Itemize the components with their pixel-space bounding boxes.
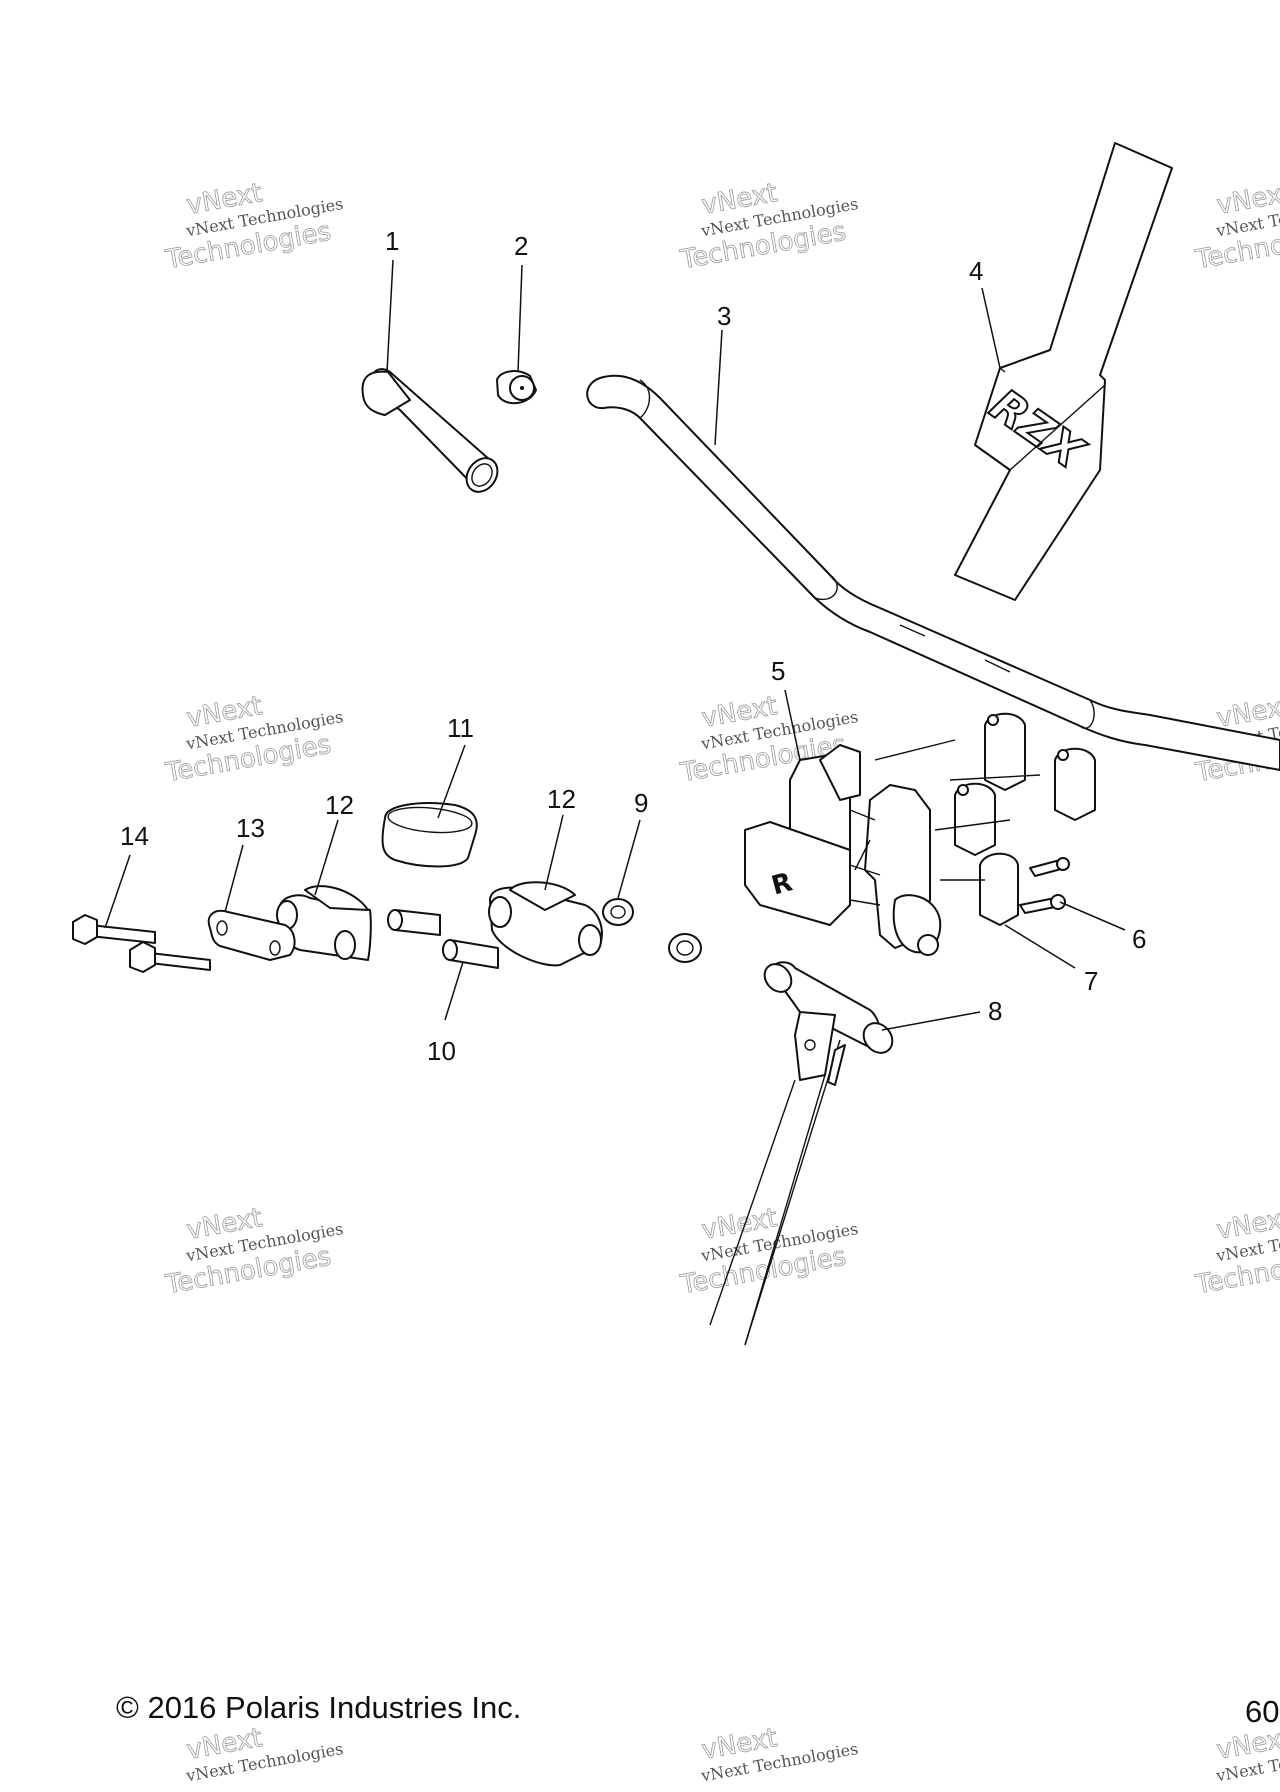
steering-post: [709, 961, 894, 1346]
callout-12-left: 12: [325, 790, 354, 820]
callout-10: 10: [427, 1036, 456, 1066]
hex-bolts: [72, 914, 211, 973]
seal-ring: [381, 802, 478, 868]
callout-12-right: 12: [547, 784, 576, 814]
watermark: vNext vNext Technologies: [1214, 1723, 1280, 1786]
callout-11: 11: [447, 713, 474, 743]
flange-nuts: [602, 898, 702, 963]
watermark: vNext vNext Technologies: [699, 1723, 860, 1786]
watermark: vNext vNext Technologies Technologies: [1192, 1203, 1280, 1301]
watermark: vNext vNext Technologies Technologies: [677, 1203, 859, 1301]
watermark: vNext vNext Technologies Technologies: [677, 178, 859, 276]
callout-2: 2: [514, 231, 528, 261]
watermark: vNext vNext Technologies Technologies: [162, 1203, 344, 1301]
callout-6: 6: [1132, 924, 1146, 954]
mounting-plate: [207, 909, 296, 961]
callout-labels: 1 2 3 4 5 6 7 8 9 10 11 12 12 13 14: [120, 226, 1146, 1066]
handlebar: [586, 374, 1280, 771]
spacer-tubes: [387, 909, 499, 969]
upper-clamp-right: [488, 881, 603, 967]
lower-clamp-left: [276, 885, 372, 961]
callout-4: 4: [969, 256, 983, 286]
handlebar-grip: [361, 368, 499, 493]
copyright-notice: © 2016 Polaris Industries Inc.: [116, 1690, 522, 1725]
callout-1: 1: [385, 226, 399, 256]
callout-5: 5: [771, 656, 785, 686]
watermark: vNext vNext Technologies Technologies: [162, 178, 344, 276]
handlebar-pad: RZX: [954, 142, 1173, 601]
clamp-caps: [874, 712, 1096, 926]
watermark: vNext vNext Technologies Technologies: [162, 691, 344, 789]
callout-13: 13: [236, 813, 265, 843]
page-number: 60: [1245, 1694, 1280, 1729]
watermark: vNext vNext Technologies Technologies: [1192, 178, 1280, 276]
callout-8: 8: [988, 996, 1002, 1026]
callout-7: 7: [1084, 966, 1098, 996]
bar-end-cap: [496, 370, 537, 405]
leader-lines: [104, 259, 1126, 1031]
callout-3: 3: [717, 301, 731, 331]
clamp-bolts: [1019, 857, 1070, 914]
callout-9: 9: [634, 788, 648, 818]
callout-14: 14: [120, 821, 149, 851]
handlebar-clamp-assembly: R: [744, 744, 942, 956]
